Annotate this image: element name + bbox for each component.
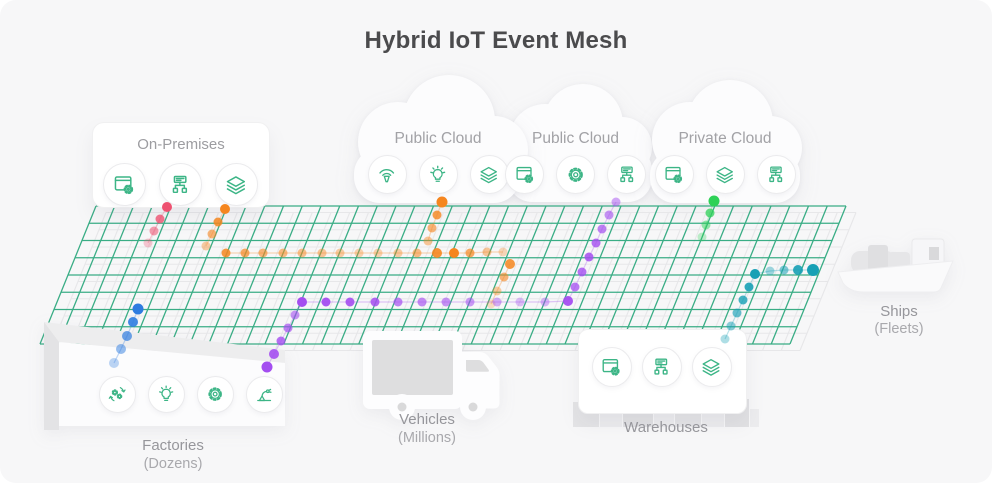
factories-sublabel: (Dozens) [143, 456, 203, 472]
vehicles-sublabel: (Millions) [398, 430, 456, 446]
layers-icon [469, 155, 509, 194]
public-cloud-1-label: Public Cloud [394, 130, 482, 147]
gear-icon [197, 376, 234, 413]
public-cloud-1-icons [352, 155, 524, 194]
server-tree-icon [756, 155, 796, 194]
app-gear-icon [591, 347, 632, 387]
private-cloud-label: Private Cloud [678, 130, 772, 147]
gear-icon [556, 155, 595, 194]
ships-label: Ships [880, 303, 918, 320]
robot-arm-icon [246, 376, 283, 413]
factories-icons [85, 376, 297, 413]
private-cloud-icons [650, 155, 800, 194]
factories-label: Factories [142, 437, 204, 454]
mesh-grid [39, 205, 847, 345]
layers-icon [705, 155, 745, 194]
layers-icon [214, 163, 258, 206]
public-cloud-2-icons [505, 155, 646, 194]
wifi-cone-icon [367, 155, 407, 194]
public-cloud-2-label: Public Cloud [531, 130, 620, 147]
app-gear-icon [654, 155, 694, 194]
server-tree-icon [158, 163, 202, 206]
warehouses-icons [578, 347, 745, 387]
bulb-icon [418, 155, 458, 194]
ships-sublabel: (Fleets) [874, 321, 924, 337]
server-tree-icon [641, 347, 682, 387]
gears-cycle-icon [99, 376, 136, 413]
on-premises-label: On-Premises [137, 136, 225, 153]
app-gear-icon [505, 155, 544, 194]
ship-graphic [837, 238, 954, 293]
truck-graphic [363, 331, 500, 420]
page-title: Hybrid IoT Event Mesh [364, 27, 628, 54]
app-gear-icon [102, 163, 146, 206]
server-tree-icon [607, 155, 646, 194]
layers-icon [691, 347, 732, 387]
on-premises-icons [92, 163, 268, 206]
bulb-icon [148, 376, 185, 413]
warehouses-label: Warehouses [624, 419, 708, 436]
vehicles-label: Vehicles [399, 411, 455, 428]
